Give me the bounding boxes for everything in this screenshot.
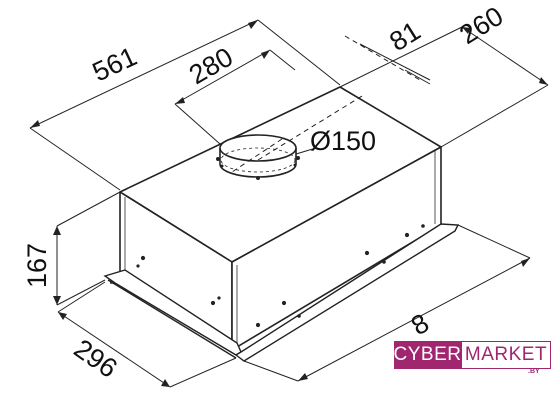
outlet-centerline [231, 35, 421, 173]
dimension-arrowheads [30, 20, 548, 387]
outlet-rivets [216, 156, 300, 180]
dim-150-label: Ø150 [310, 126, 376, 156]
dim-280-line [174, 49, 271, 105]
dim-561-line [29, 19, 259, 129]
dim-base-width-line [297, 257, 531, 382]
dim-296-label: 296 [69, 333, 123, 383]
logo-domain: .BY [528, 368, 540, 375]
dim-260-label: 260 [454, 1, 508, 50]
dim-167-label: 167 [22, 243, 52, 288]
dim-296-line [57, 311, 171, 388]
logo-brand-left: CYBER [394, 341, 461, 369]
dim-81-line [359, 43, 431, 81]
dim-81-label: 81 [384, 16, 425, 57]
outlet-collar [219, 134, 297, 178]
dim-base-width-label: 8 [406, 308, 434, 341]
logo-brand-right: MARKET [461, 341, 551, 369]
mounting-holes [136, 224, 425, 328]
dim-260-line [461, 26, 549, 86]
dim-561-label: 561 [88, 41, 142, 87]
dim-280-label: 280 [184, 42, 238, 91]
cybermarket-logo: CYBER MARKET .BY [394, 341, 552, 375]
dimension-lines [29, 19, 549, 388]
